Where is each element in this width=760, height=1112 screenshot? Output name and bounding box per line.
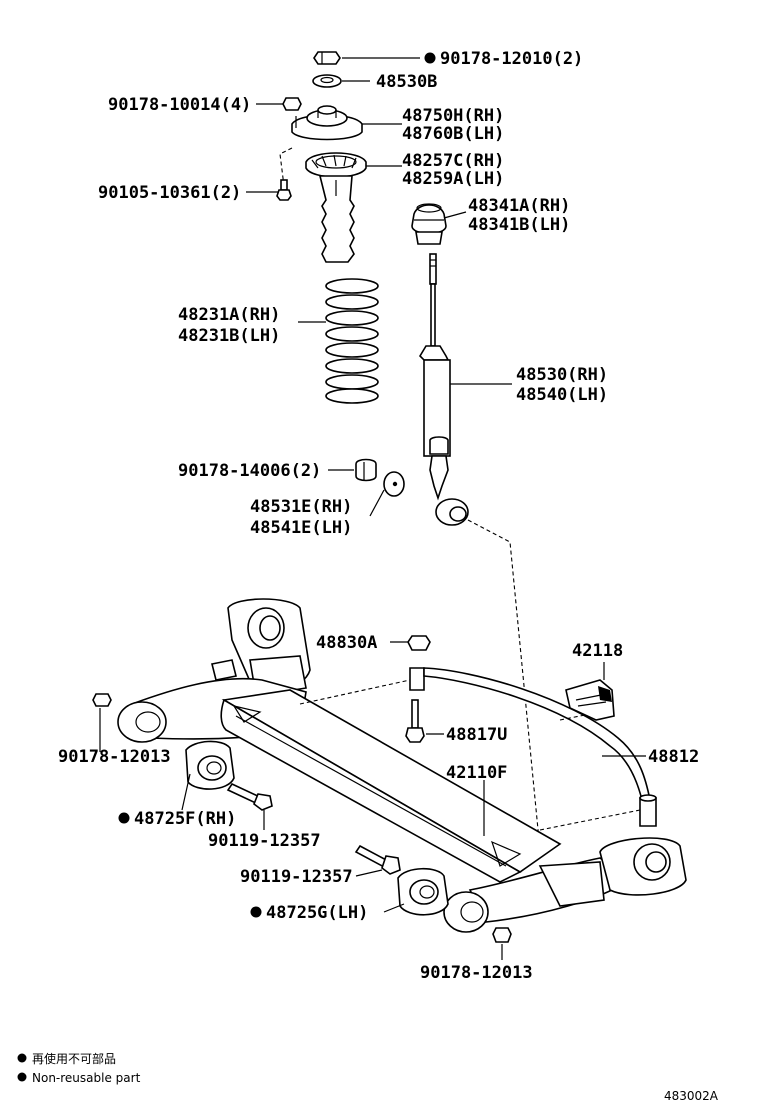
- washer-48531e: [369, 471, 405, 517]
- bolt-90119-12357-b: [354, 844, 401, 877]
- label-48531e: 48531E(RH): [250, 497, 352, 517]
- label-48760b: 48760B(LH): [402, 124, 504, 144]
- bolt-48817u: [405, 699, 444, 743]
- label-48725g: 48725G(LH): [266, 903, 368, 923]
- bolt-90119-12357-a: [226, 782, 273, 830]
- label-48341b: 48341B(LH): [468, 215, 570, 235]
- legend: 再使用不可部品 Non-reusable part: [17, 1051, 141, 1085]
- label-48530b: 48530B: [376, 72, 437, 92]
- label-42118: 42118: [572, 641, 623, 661]
- figure-id: 483002A: [664, 1089, 719, 1103]
- label-90178-14006: 90178-14006(2): [178, 461, 321, 481]
- upper-nut: [313, 51, 420, 65]
- nut-90178-14006: [355, 458, 377, 482]
- label-48231b: 48231B(LH): [178, 326, 280, 346]
- label-48341a: 48341A(RH): [468, 196, 570, 216]
- label-90119-12357-b: 90119-12357: [240, 867, 353, 887]
- label-48541e: 48541E(LH): [250, 518, 352, 538]
- label-90178-12013-b: 90178-12013: [420, 963, 533, 983]
- label-48540: 48540(LH): [516, 385, 608, 405]
- label-48231a: 48231A(RH): [178, 305, 280, 325]
- spring-seat-48257c: [305, 152, 402, 263]
- washer-48530b: [312, 74, 370, 88]
- bolt-90105: [276, 179, 292, 201]
- label-90178-12010: 90178-12010(2): [440, 49, 583, 69]
- nut-90178-12013-right: [492, 927, 512, 943]
- label-90119-12357-a: 90119-12357: [208, 831, 321, 851]
- nut-90178-12013-left: [92, 693, 112, 707]
- label-48830a: 48830A: [316, 633, 377, 653]
- bracket-42118: [565, 662, 615, 721]
- nut-48830a: [407, 635, 431, 651]
- non-reusable-dot: [250, 906, 262, 918]
- label-48812: 48812: [648, 747, 699, 767]
- legend-text-en: Non-reusable part: [32, 1071, 141, 1085]
- shock-absorber-48530: [418, 253, 512, 526]
- label-90178-10014: 90178-10014(4): [108, 95, 251, 115]
- non-reusable-dot: [118, 812, 130, 824]
- label-42110f: 42110F: [446, 763, 507, 783]
- upper-support-48750h: [291, 105, 402, 141]
- label-48530: 48530(RH): [516, 365, 608, 385]
- label-90105-10361: 90105-10361(2): [98, 183, 241, 203]
- bushing-48725f: [181, 740, 235, 811]
- label-90178-12013-a: 90178-12013: [58, 747, 171, 767]
- label-48725f: 48725F(RH): [134, 809, 236, 829]
- mount-nut: [282, 97, 302, 111]
- axle-beam-42110f: [117, 598, 687, 933]
- stabilizer-bar-48812: [409, 667, 657, 827]
- coil-spring-48231a: [298, 278, 379, 404]
- bushing-48725g: [383, 867, 449, 916]
- legend-dot-cn: [17, 1053, 27, 1063]
- label-48257c: 48257C(RH): [402, 151, 504, 171]
- non-reusable-dot: [424, 52, 436, 64]
- label-48259a: 48259A(LH): [402, 169, 504, 189]
- bump-stopper-48341a: [411, 203, 467, 245]
- label-48750h: 48750H(RH): [402, 106, 504, 126]
- legend-text-cn: 再使用不可部品: [32, 1051, 116, 1066]
- legend-dot-en: [17, 1072, 27, 1082]
- label-48817u: 48817U: [446, 725, 507, 745]
